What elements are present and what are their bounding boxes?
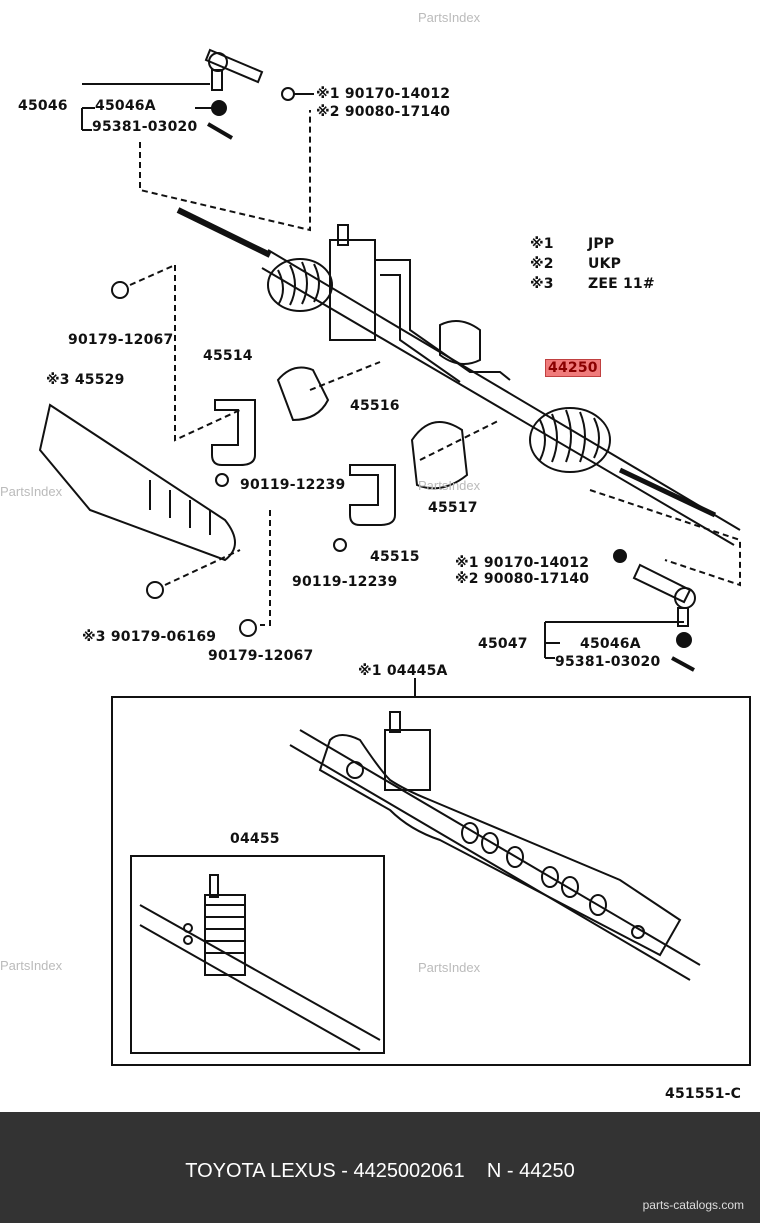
diagram-code: 451551-C <box>665 1086 742 1102</box>
part-label-45515[interactable]: 45515 <box>370 549 420 565</box>
part-label-90179-12067-b[interactable]: 90179-12067 <box>208 648 314 664</box>
part-label-90170-top[interactable]: ※1 90170-14012 <box>316 86 451 102</box>
part-label-45047[interactable]: 45047 <box>478 636 528 652</box>
legend-mark: ※2 <box>530 256 554 272</box>
part-label-90179-06169[interactable]: ※3 90179-06169 <box>82 629 217 645</box>
part-label-45529[interactable]: ※3 45529 <box>46 372 125 388</box>
footer-bar: TOYOTA LEXUS - 4425002061 N - 44250 part… <box>0 1112 760 1223</box>
part-label-90119-a[interactable]: 90119-12239 <box>240 477 346 493</box>
part-label-45046[interactable]: 45046 <box>18 98 68 114</box>
footer-title: TOYOTA LEXUS - 4425002061 N - 44250 <box>185 1160 575 1182</box>
part-label-45516[interactable]: 45516 <box>350 398 400 414</box>
legend-code: ZEE 11# <box>588 276 655 292</box>
legend-code: JPP <box>588 236 615 252</box>
part-label-04455[interactable]: 04455 <box>230 831 280 847</box>
watermark: PartsIndex <box>418 10 481 25</box>
part-label-90170-bottom[interactable]: ※1 90170-14012 <box>455 555 590 571</box>
part-label-45046a-top[interactable]: 45046A <box>95 98 156 114</box>
part-label-90119-b[interactable]: 90119-12239 <box>292 574 398 590</box>
part-label-45517[interactable]: 45517 <box>428 500 478 516</box>
legend-mark: ※3 <box>530 276 554 292</box>
legend-mark: ※1 <box>530 236 554 252</box>
footer-site-link[interactable]: parts-catalogs.com <box>642 1198 744 1212</box>
part-label-90179-12067-a[interactable]: 90179-12067 <box>68 332 174 348</box>
watermark: PartsIndex <box>0 958 63 973</box>
watermark: PartsIndex <box>418 960 481 975</box>
watermark: PartsIndex <box>0 484 63 499</box>
part-label-45046a-bottom[interactable]: 45046A <box>580 636 641 652</box>
parts-diagram-drawing <box>38 48 751 1066</box>
part-label-95381-top[interactable]: 95381-03020 <box>92 119 198 135</box>
part-label-90080-top[interactable]: ※2 90080-17140 <box>316 104 451 120</box>
part-label-44250-highlighted[interactable]: 44250 <box>545 359 601 377</box>
part-label-95381-bottom[interactable]: 95381-03020 <box>555 654 661 670</box>
legend-code: UKP <box>588 256 622 272</box>
part-label-90080-bottom[interactable]: ※2 90080-17140 <box>455 571 590 587</box>
part-label-04445a[interactable]: ※1 04445A <box>358 663 448 679</box>
watermark: PartsIndex <box>418 478 481 493</box>
part-label-45514[interactable]: 45514 <box>203 348 253 364</box>
